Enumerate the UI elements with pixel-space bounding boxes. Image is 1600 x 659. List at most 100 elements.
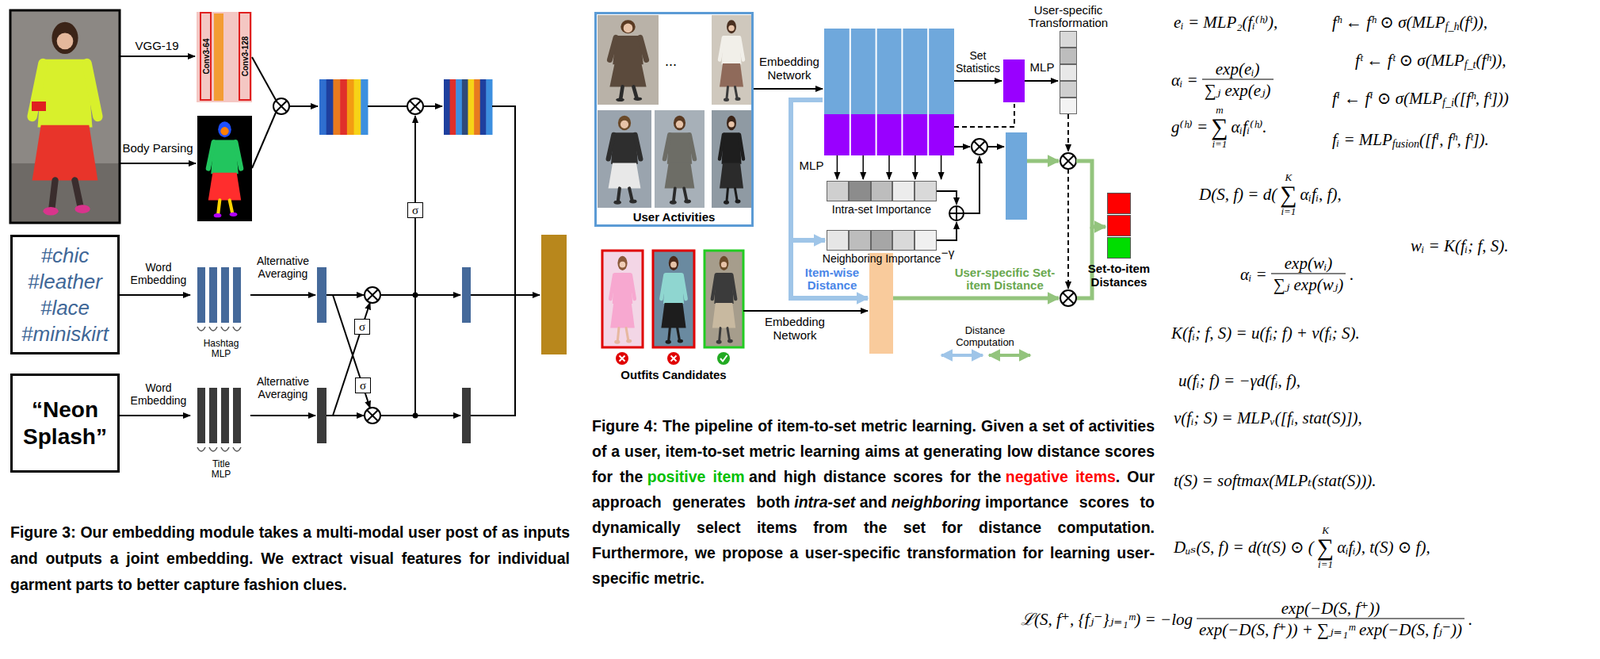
summation: m∑i=1 xyxy=(1210,104,1228,149)
averaged-bar xyxy=(316,387,327,443)
feature-stripe xyxy=(332,79,340,135)
shoe xyxy=(735,96,741,101)
embedding-bar xyxy=(209,267,218,323)
face xyxy=(728,121,735,128)
hair xyxy=(673,115,686,130)
bottom-garment xyxy=(664,162,695,188)
conv-layer xyxy=(213,13,224,101)
shoe xyxy=(213,213,222,218)
arrow-label: MLP xyxy=(799,158,825,172)
matrix-separator xyxy=(901,28,903,156)
arrow-label: MLP xyxy=(1030,60,1055,74)
sum-limit: i=1 xyxy=(1280,206,1296,217)
figure-caption: positive item xyxy=(647,467,745,485)
multiply-cross xyxy=(366,409,379,421)
hair xyxy=(668,255,679,271)
feature-stripe xyxy=(339,79,348,135)
wire xyxy=(1067,114,1070,152)
wire xyxy=(380,414,461,417)
bottom-garment xyxy=(609,63,646,87)
score-cell xyxy=(1107,192,1131,214)
equation-part: (fᵗ)), xyxy=(1458,12,1488,32)
equation-part: ℒ(S, f⁺, {fⱼ⁻}ⱼ₌₁ᵐ) = −log xyxy=(1020,608,1193,628)
multiply-symbol xyxy=(364,286,381,303)
matrix-separator xyxy=(849,28,852,156)
feature-vector xyxy=(319,79,369,135)
wire xyxy=(914,155,917,180)
equation: fᵢ = MLPfusion([fⁱ, fʰ, fᵗ]). xyxy=(1332,129,1490,149)
figure-caption: . Our approach generates both xyxy=(591,467,1155,511)
photo xyxy=(197,115,253,222)
negative-cross xyxy=(619,355,626,362)
vector-cell xyxy=(914,229,937,251)
feature-stripe xyxy=(485,79,493,135)
wire xyxy=(326,294,364,296)
shoe xyxy=(669,200,677,205)
mlp-symbol xyxy=(232,326,241,331)
mlp-symbol xyxy=(209,446,218,451)
score-cell xyxy=(1107,236,1131,259)
wire xyxy=(470,294,540,296)
sum-limit: K xyxy=(1321,524,1329,535)
equation-part: wᵢ = K(fᵢ; f, S). xyxy=(1410,236,1509,256)
bottom-garment xyxy=(208,172,241,201)
arm xyxy=(660,274,686,300)
positive-marker xyxy=(717,351,730,365)
equation-part: g⁽ʰ⁾ = xyxy=(1171,117,1208,137)
shoe xyxy=(629,199,638,204)
mlp-symbol xyxy=(232,446,241,451)
figure-caption: neighboring xyxy=(891,492,982,511)
arm xyxy=(609,37,646,60)
equation-part: fʰ ← fʰ ⊙ σ(MLP xyxy=(1332,12,1446,32)
shoe xyxy=(229,212,238,217)
legs xyxy=(726,187,737,201)
fraction: exp(wᵢ)∑ⱼ exp(wⱼ) xyxy=(1271,253,1346,295)
face xyxy=(220,126,229,135)
face xyxy=(620,120,629,129)
set-embedding-matrix xyxy=(824,28,955,115)
equation-part: u(fᵢ; f) = −γd(fᵢ, f), xyxy=(1178,370,1301,390)
photo xyxy=(597,110,652,208)
conv-block xyxy=(196,11,253,103)
legend-label: Distance Computation xyxy=(948,324,1022,348)
face xyxy=(675,120,684,128)
negative-cross xyxy=(671,355,677,362)
wire xyxy=(119,414,191,417)
fraction: exp(−D(S, f⁺))exp(−D(S, f⁺)) + ∑ⱼ₌₁ᵐ exp… xyxy=(1196,598,1465,639)
figure-caption: Figure 4: The pipeline of item-to-set me… xyxy=(591,412,1155,591)
bottom-garment xyxy=(712,302,736,329)
face xyxy=(670,261,677,268)
arm xyxy=(610,274,635,300)
sigmoid-gate: σ xyxy=(355,377,371,394)
mlp-symbol xyxy=(197,446,206,451)
legs xyxy=(668,328,680,341)
equation-part: D(S, f) = d( xyxy=(1199,184,1277,204)
equation-part: fusion xyxy=(1392,134,1420,154)
photo-background xyxy=(711,110,752,208)
vector-cell xyxy=(848,180,871,202)
equation-part: (fʰ)), xyxy=(1475,50,1506,70)
shoe xyxy=(615,98,625,103)
multiply-circle xyxy=(1060,152,1077,169)
shoe xyxy=(626,339,632,344)
legs xyxy=(51,179,81,208)
legend-label: Distance Computation xyxy=(948,324,1022,348)
add-circle xyxy=(949,206,964,221)
figure-caption: and high distance scores for the xyxy=(748,467,1001,485)
denominator: ∑ⱼ exp(eⱼ) xyxy=(1202,80,1274,100)
photo-background xyxy=(652,250,695,348)
clutch-bag xyxy=(31,101,46,111)
multiply-symbol xyxy=(1060,290,1077,306)
photo-background xyxy=(597,110,652,208)
wire xyxy=(326,414,364,417)
equation-part: fⁱ ← fⁱ ⊙ σ(MLP xyxy=(1332,88,1443,108)
sum-limit: i=1 xyxy=(1317,558,1333,569)
vector-cell xyxy=(914,180,937,202)
wire xyxy=(936,221,957,241)
face xyxy=(623,23,634,34)
equation-part: αᵢfᵢ⁽ʰ⁾. xyxy=(1231,117,1268,137)
hair xyxy=(617,255,627,271)
arrow-label: Body Parsing xyxy=(122,141,193,155)
feature-vector xyxy=(443,79,493,135)
averaged-bar xyxy=(316,267,327,323)
